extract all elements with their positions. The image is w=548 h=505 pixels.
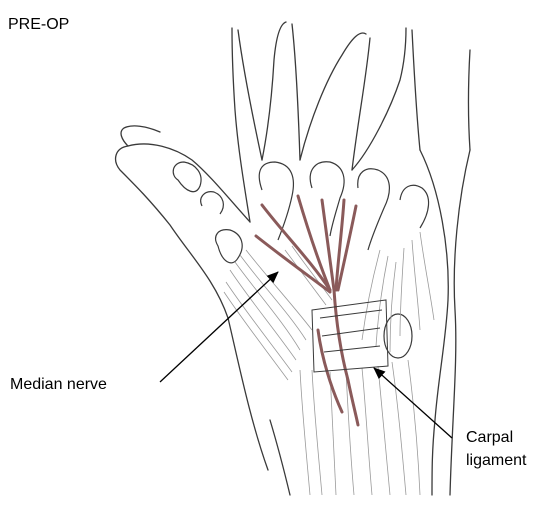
pre-op-title: PRE-OP: [8, 14, 69, 36]
tendon-lines: [224, 232, 434, 495]
carpal-ligament-label: Carpal ligament: [466, 426, 526, 472]
median-nerve-branches: [256, 196, 358, 425]
median-nerve-label: Median nerve: [10, 374, 107, 396]
hand-outline: [116, 22, 470, 495]
label-arrows: [160, 272, 452, 438]
carpal-ligament-label-line2: ligament: [466, 449, 526, 472]
median-nerve-arrow: [160, 272, 278, 382]
carpal-ligament-arrow: [374, 368, 452, 438]
carpal-ligament-label-line1: Carpal: [466, 426, 526, 449]
